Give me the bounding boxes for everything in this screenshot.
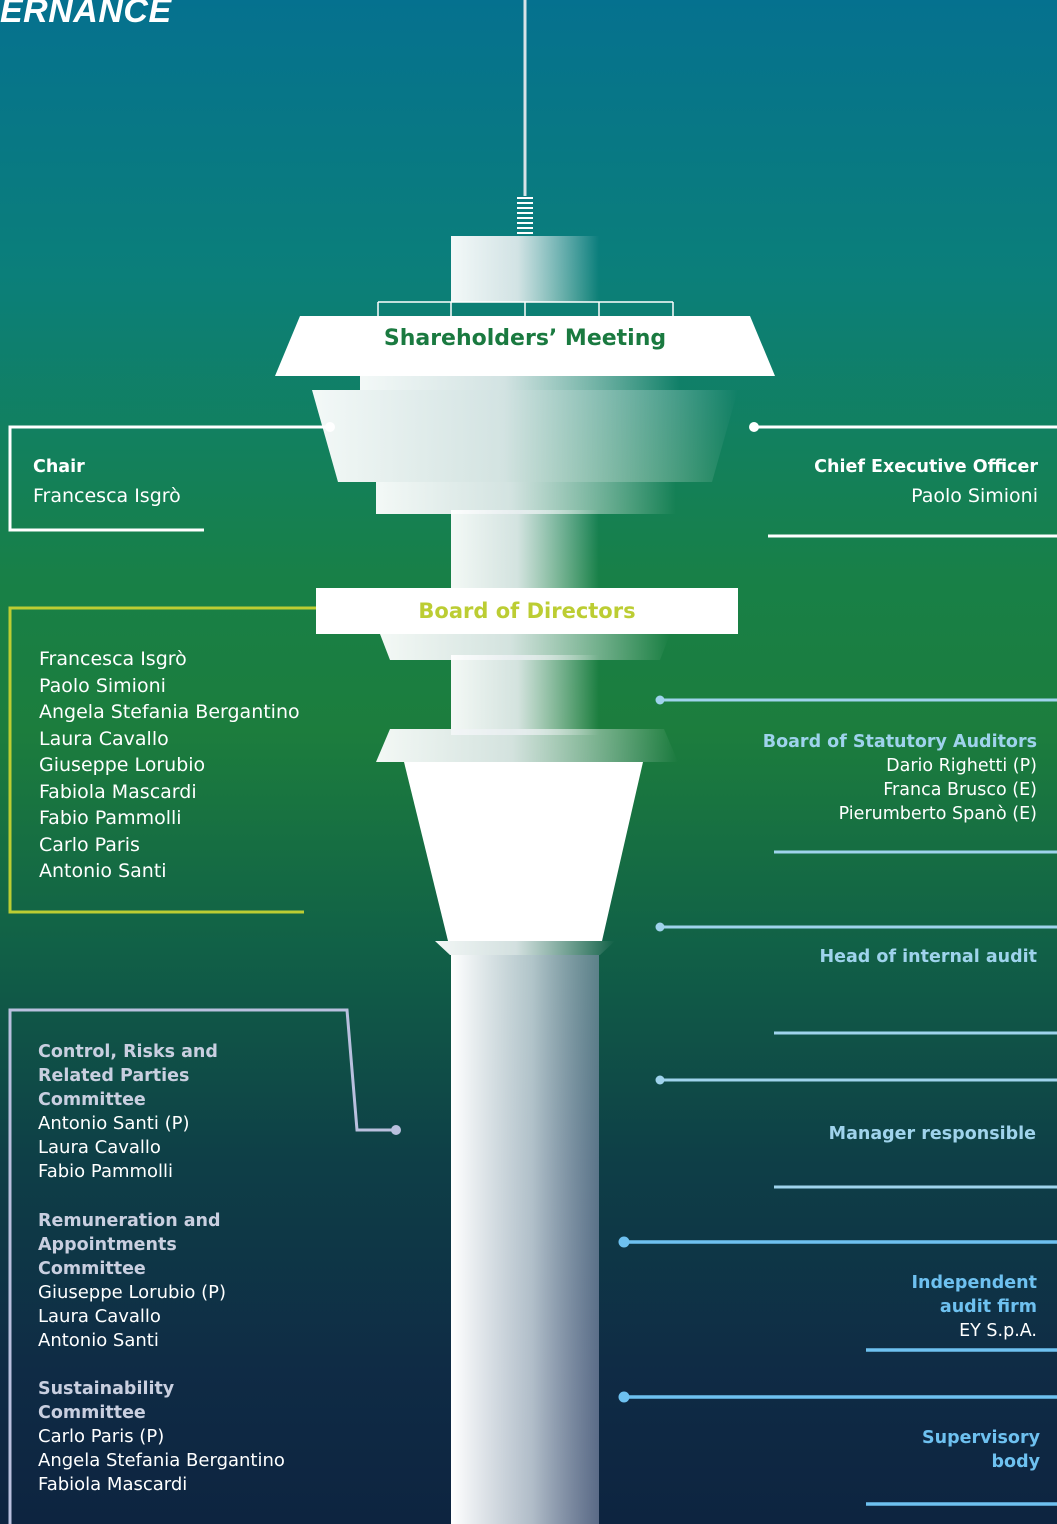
- manager-responsible-label: Manager responsible: [828, 1124, 1036, 1144]
- statutory-auditors-label: Board of Statutory Auditors: [762, 732, 1037, 752]
- committees-connector: [8, 1008, 396, 1524]
- board-member: Fabiola Mascardi: [39, 780, 197, 803]
- board-of-directors-banner: Board of Directors: [316, 588, 738, 634]
- tower-top-block: [451, 236, 599, 302]
- supervisory-connector: [624, 1395, 1057, 1506]
- internal-audit-connector: [660, 925, 1057, 1035]
- chair-label: Chair: [33, 457, 85, 477]
- board-member: Angela Stefania Bergantino: [39, 701, 300, 723]
- page-title-fragment: ERNANCE: [0, 0, 172, 30]
- board-member: Carlo Paris: [39, 833, 140, 856]
- board-member: Francesca Isgrò: [39, 648, 187, 670]
- shareholders-cap-shape: [275, 316, 775, 376]
- supervisory-body-label-line1: Supervisory: [922, 1428, 1040, 1448]
- auditors-connector: [660, 698, 1057, 854]
- audit-firm-label-line1: Independent: [911, 1273, 1037, 1293]
- committee-title: Appointments: [38, 1235, 177, 1255]
- committee-block: Control, Risks and Related Parties Commi…: [38, 1040, 218, 1184]
- tower-railing: [377, 301, 674, 316]
- manager-connector: [660, 1078, 1057, 1189]
- antenna-rungs: [517, 197, 533, 234]
- supervisory-body-label-line2: body: [991, 1452, 1040, 1472]
- board-member: Antonio Santi: [39, 860, 167, 882]
- audit-firm-label-line2: audit firm: [939, 1297, 1037, 1317]
- committee-block: Sustainability Committee Carlo Paris (P)…: [38, 1377, 285, 1497]
- internal-audit-label: Head of internal audit: [819, 947, 1037, 967]
- auditor-member: Dario Righetti (P): [886, 756, 1037, 776]
- board-of-directors-label: Board of Directors: [418, 599, 636, 623]
- board-member: Fabio Pammolli: [39, 807, 182, 829]
- committee-title: Committee: [38, 1090, 146, 1110]
- board-members-list: Francesca Isgrò Paolo Simioni Angela Ste…: [39, 646, 300, 885]
- committee-member: Laura Cavallo: [38, 1306, 161, 1327]
- board-member: Laura Cavallo: [39, 727, 169, 750]
- committee-member: Carlo Paris (P): [38, 1426, 165, 1447]
- tower-shaft: [451, 955, 599, 1524]
- board-member: Giuseppe Lorubio: [39, 754, 206, 776]
- shareholders-meeting-label: Shareholders’ Meeting: [383, 326, 667, 351]
- audit-firm-connector: [624, 1240, 1057, 1352]
- committee-member: Laura Cavallo: [38, 1137, 161, 1158]
- tower-funnel-shape: [404, 762, 643, 941]
- committee-member: Giuseppe Lorubio (P): [38, 1282, 227, 1303]
- supervisory-body-block: Supervisory body: [820, 1426, 1040, 1474]
- auditor-member: Pierumberto Spanò (E): [838, 804, 1037, 824]
- committee-title: Remuneration and: [38, 1211, 221, 1231]
- committee-member: Fabio Pammolli: [38, 1161, 174, 1182]
- ceo-label: Chief Executive Officer: [814, 457, 1038, 477]
- committee-block: Remuneration and Appointments Committee …: [38, 1209, 226, 1353]
- chair-connector: [8, 425, 330, 532]
- auditor-member: Franca Brusco (E): [883, 780, 1037, 800]
- committee-title: Control, Risks and: [38, 1042, 218, 1062]
- committee-title: Related Parties: [38, 1066, 190, 1086]
- committee-title: Sustainability: [38, 1379, 175, 1399]
- committee-title: Committee: [38, 1403, 146, 1423]
- committee-member: Antonio Santi: [38, 1330, 159, 1351]
- ceo-block: Chief Executive Officer Paolo Simioni: [718, 454, 1038, 509]
- committee-member: Antonio Santi (P): [38, 1113, 190, 1134]
- board-connector: [8, 606, 330, 914]
- ceo-name: Paolo Simioni: [911, 484, 1038, 507]
- committee-title: Committee: [38, 1259, 146, 1279]
- audit-firm-block: Independent audit firm EY S.p.A.: [817, 1271, 1037, 1343]
- chair-block: Chair Francesca Isgrò: [33, 454, 181, 509]
- committee-member: Fabiola Mascardi: [38, 1474, 188, 1495]
- tower-cab-shape: [312, 390, 738, 482]
- audit-firm-name: EY S.p.A.: [959, 1321, 1037, 1341]
- ceo-connector: [754, 425, 1057, 538]
- committee-member: Angela Stefania Bergantino: [38, 1450, 285, 1471]
- statutory-auditors-block: Board of Statutory Auditors Dario Righet…: [717, 730, 1037, 826]
- chair-name: Francesca Isgrò: [33, 484, 181, 507]
- board-member: Paolo Simioni: [39, 674, 166, 697]
